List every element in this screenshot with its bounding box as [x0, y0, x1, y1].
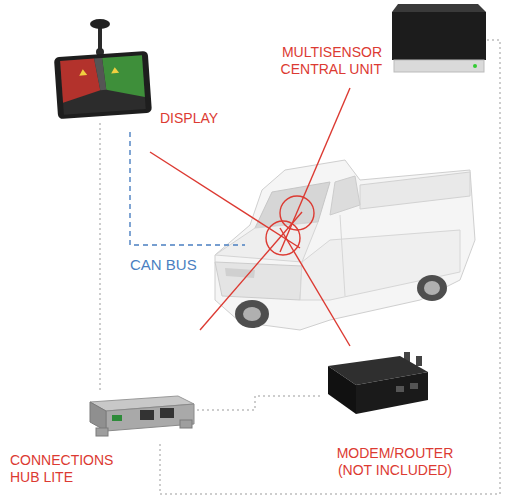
leader-lines [280, 228, 350, 346]
cable-connector [160, 40, 500, 494]
cable-connector [197, 396, 322, 410]
pickup-truck [215, 222, 318, 262]
multisensor-unit [473, 64, 477, 68]
display-tablet [54, 19, 152, 119]
connections-hub [160, 408, 174, 418]
connections-hub [180, 420, 192, 428]
leader-lines [200, 212, 302, 330]
pickup-truck [340, 215, 345, 296]
leader-lines [150, 88, 350, 346]
hub-node: CONNECTIONS HUB LITE [85, 392, 197, 444]
pickup-truck [225, 268, 255, 278]
pickup-truck [243, 307, 261, 321]
display-tablet [60, 55, 146, 115]
display-tablet [54, 51, 152, 119]
leader-lines [150, 152, 300, 248]
leader-lines [280, 196, 314, 230]
display-tablet [54, 51, 152, 119]
multisensor-unit [392, 4, 486, 72]
cable-connector [99, 123, 101, 392]
display-tablet [102, 55, 145, 100]
multisensor-unit [394, 60, 484, 72]
modem-router [328, 352, 428, 414]
connections-hub [140, 410, 154, 420]
display-node: DISPLAY [52, 16, 152, 123]
connections-hub [112, 415, 122, 421]
can-bus-line [130, 132, 245, 245]
multisensor-node: MULTISENSOR CENTRAL UNIT [390, 2, 487, 74]
modem-router [356, 372, 428, 414]
device-label: MODEM/ROUTER (NOT INCLUDED) [325, 445, 465, 479]
can-bus-line [130, 132, 245, 245]
display-tablet [111, 67, 119, 74]
pickup-truck [300, 230, 460, 300]
pickup-truck [215, 160, 475, 330]
modem-router [396, 386, 404, 392]
device-label: MULTISENSOR CENTRAL UNIT [262, 44, 382, 78]
pickup-truck [424, 281, 440, 295]
multisensor-unit [392, 4, 486, 12]
display-tablet [79, 69, 87, 76]
connections-hub [106, 404, 194, 431]
pickup-truck [360, 172, 470, 209]
pickup-truck [235, 300, 269, 328]
display-tablet [60, 58, 101, 103]
modem-router [328, 366, 356, 414]
connections-hub [90, 402, 106, 431]
multisensor-unit [392, 12, 486, 60]
leader-lines [266, 221, 300, 255]
display-tablet [90, 19, 110, 29]
display-tablet [94, 58, 106, 91]
pickup-truck [330, 176, 360, 215]
modem-router [416, 356, 422, 366]
connections-hub [90, 396, 194, 436]
bus-label: CAN BUS [128, 256, 199, 274]
pickup-truck [417, 275, 447, 301]
device-label: DISPLAY [160, 110, 250, 127]
pickup-truck [215, 160, 475, 330]
modem-node: MODEM/ROUTER (NOT INCLUDED) [322, 348, 432, 420]
device-label: CONNECTIONS HUB LITE [10, 452, 130, 486]
modem-router [410, 383, 418, 389]
pickup-truck [215, 262, 302, 300]
leader-lines [280, 88, 350, 252]
connections-hub [96, 428, 108, 436]
